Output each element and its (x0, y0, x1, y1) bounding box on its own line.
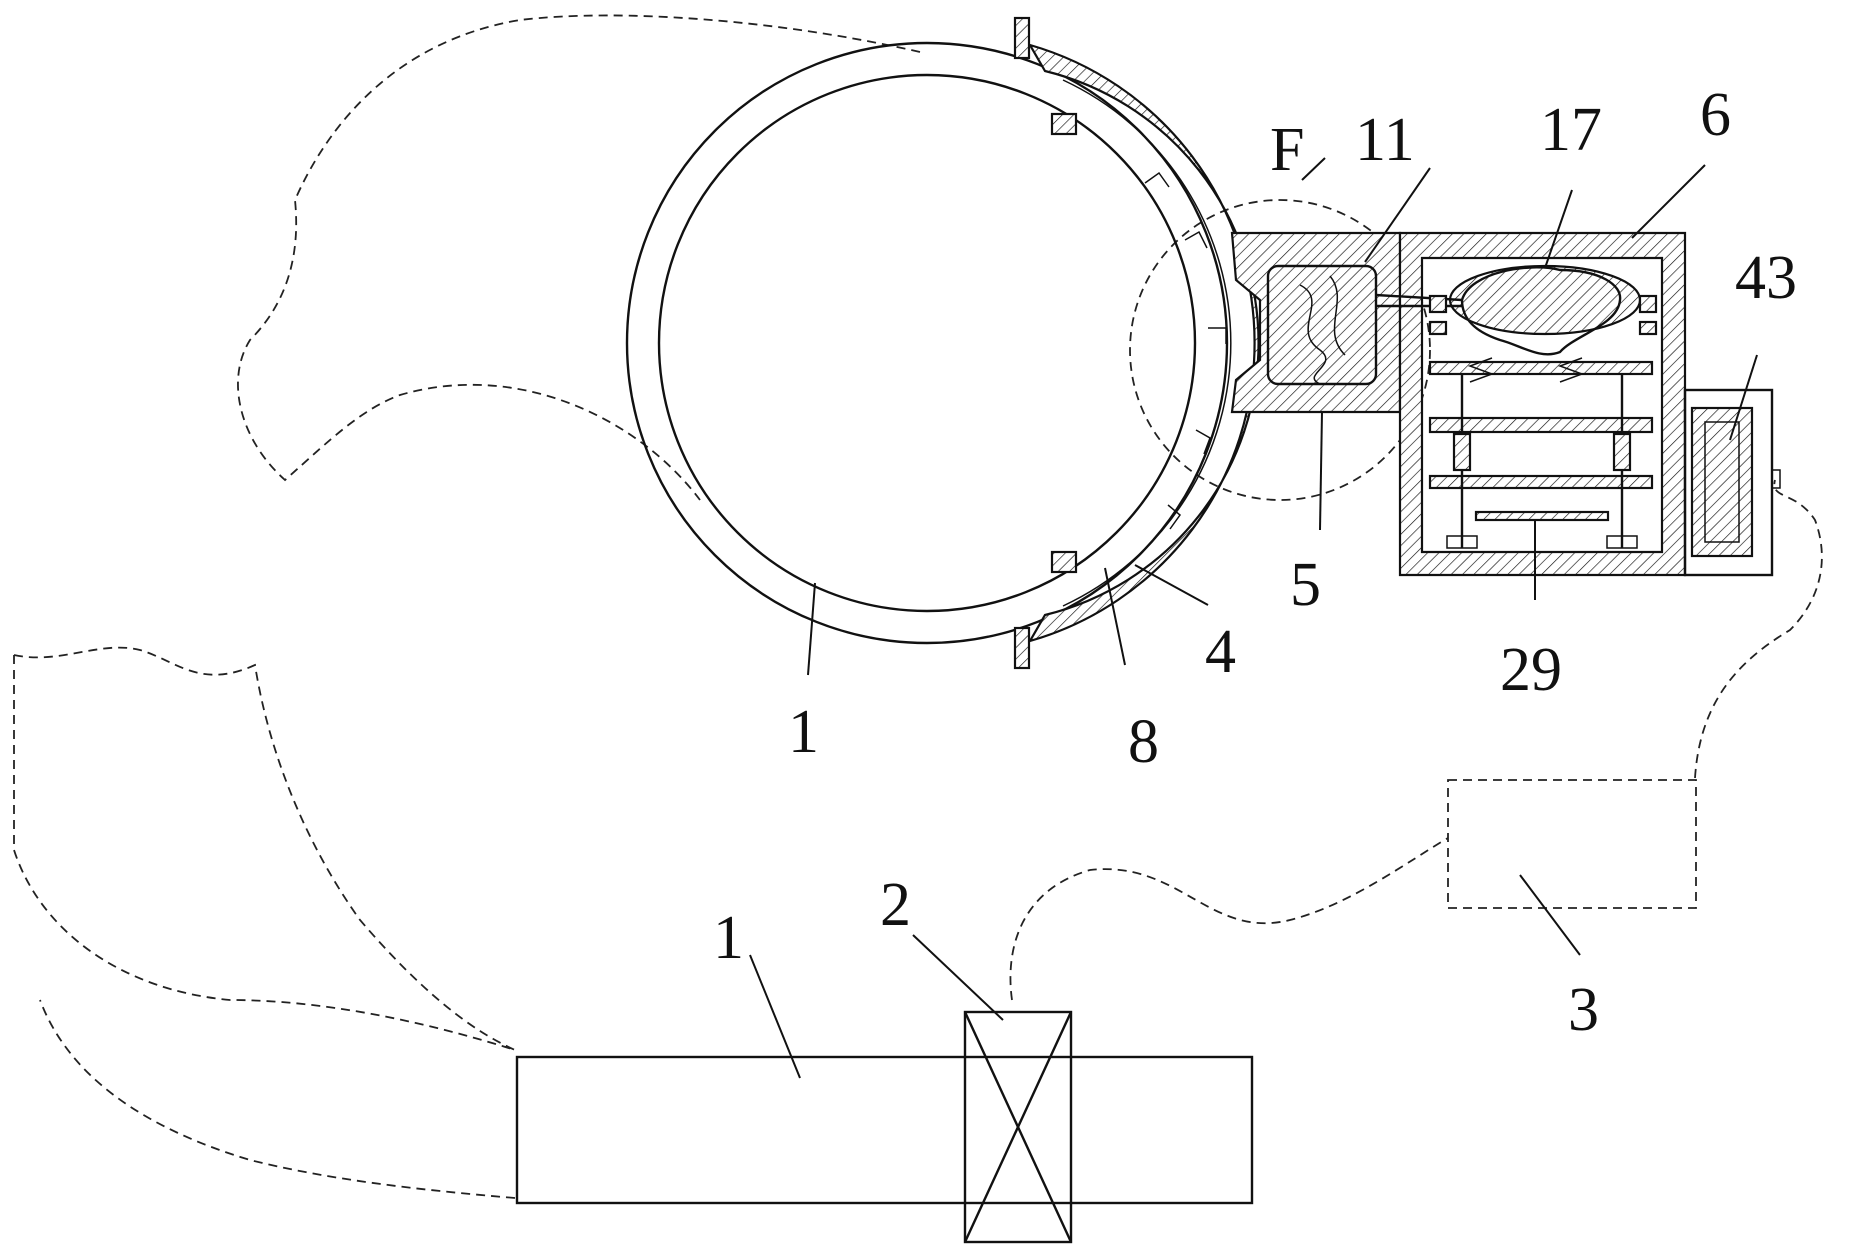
bladder-17 (1448, 264, 1642, 336)
dashed-cable-sensor (1009, 479, 1823, 1001)
housing-box (1375, 231, 1687, 577)
straight-pipe (515, 1055, 1254, 1205)
label-17: 17 (1540, 96, 1602, 164)
clamp-arc (1013, 16, 1260, 670)
label-F: F (1270, 116, 1304, 184)
leader-lines (749, 157, 1758, 1079)
detail-circle-F (1129, 199, 1431, 501)
pipe-cross-section (625, 41, 1229, 645)
label-3: 3 (1568, 976, 1599, 1044)
clamp-teeth (1144, 171, 1227, 530)
label-6: 6 (1700, 81, 1731, 149)
label-4: 4 (1205, 618, 1236, 686)
label-29: 29 (1500, 636, 1562, 704)
label-8: 8 (1128, 708, 1159, 776)
label-11: 11 (1355, 106, 1415, 174)
valve-box (963, 1010, 1073, 1244)
label-1-top: 1 (788, 698, 819, 766)
dashed-hose-upper (237, 14, 921, 501)
label-43: 43 (1735, 244, 1797, 312)
dashed-hose-lower (13, 646, 516, 1199)
side-module (1683, 388, 1781, 577)
controller-box (1447, 779, 1697, 909)
label-5: 5 (1290, 551, 1321, 619)
label-2: 2 (880, 871, 911, 939)
label-1-bottom: 1 (713, 904, 744, 972)
